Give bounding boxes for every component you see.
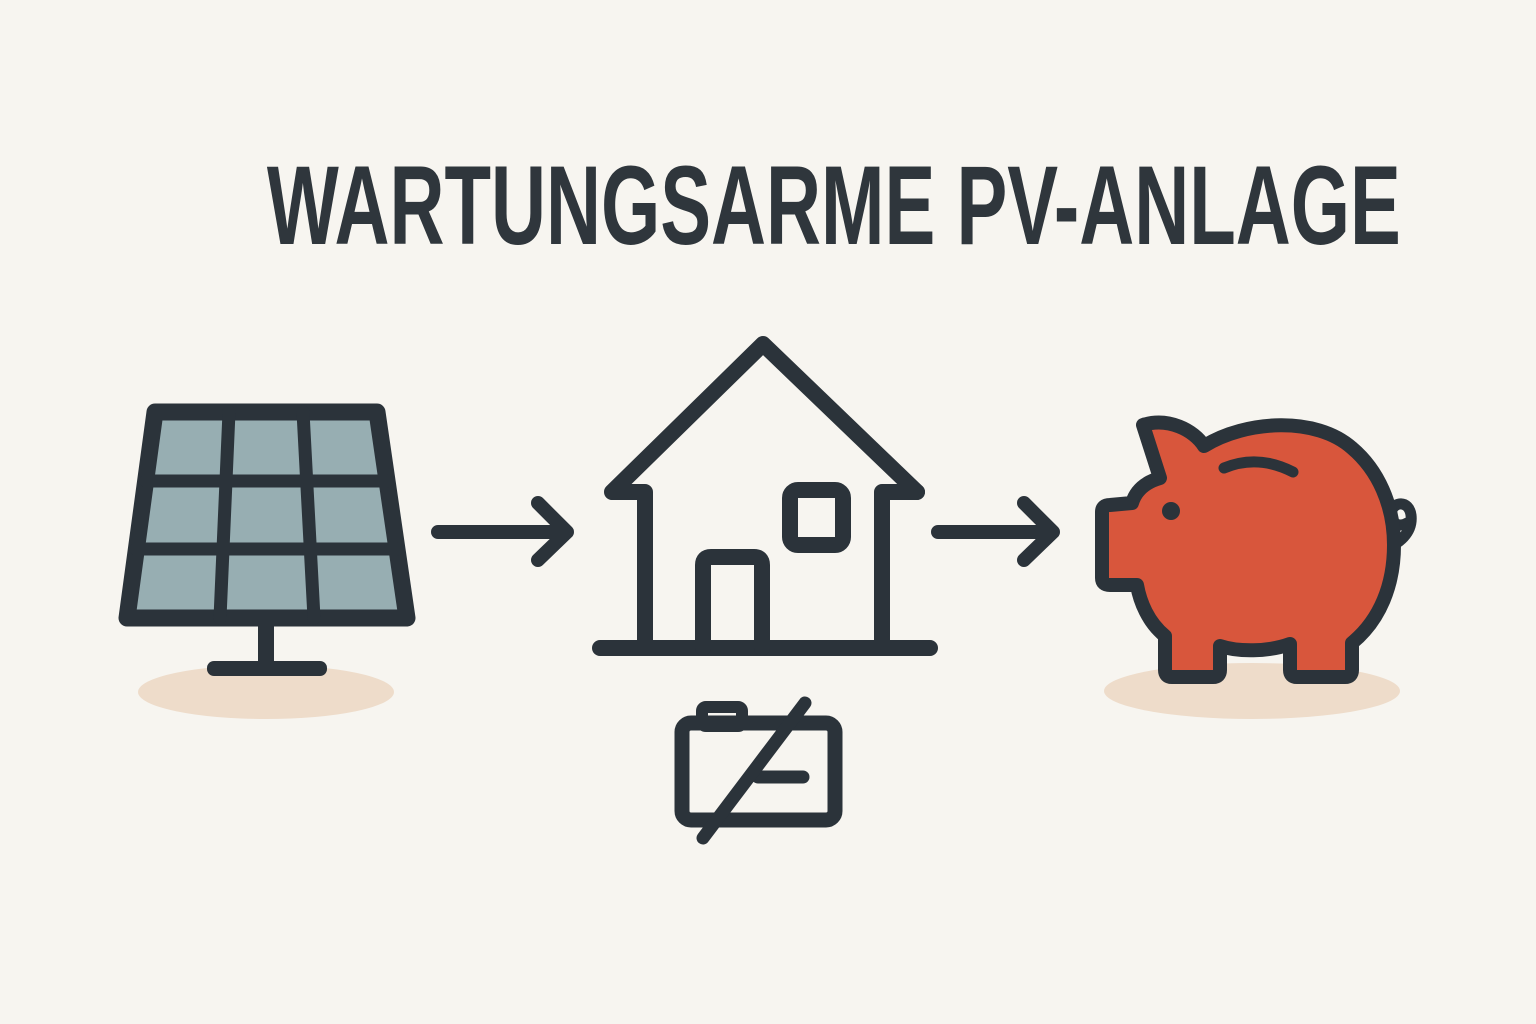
solar-panel-grid	[129, 405, 404, 625]
house-roof	[604, 336, 925, 500]
ground-shadow-solar	[138, 665, 394, 719]
no-battery-icon	[674, 696, 843, 845]
piggy-eye	[1162, 502, 1180, 520]
battery-slash	[696, 696, 812, 845]
arrow-right-icon	[931, 496, 1060, 567]
house-walls	[605, 484, 925, 655]
page-title: WARTUNGSARME PV-ANLAGE	[0, 150, 1536, 262]
battery-body	[674, 715, 843, 828]
piggy-bank-icon	[1095, 415, 1417, 684]
solar-panel-icon	[118, 403, 416, 676]
solar-panel-base	[207, 661, 327, 676]
arrow-right-icon	[431, 496, 574, 567]
piggy-coin-slot	[1218, 456, 1299, 478]
house-door	[695, 549, 770, 656]
house-icon	[592, 336, 938, 656]
arrow-right-1	[431, 496, 574, 567]
piggy-body	[1095, 415, 1401, 684]
page-title-text: WARTUNGSARME PV-ANLAGE	[266, 143, 1401, 268]
arrow-right-2	[931, 496, 1060, 567]
solar-panel-frame	[118, 403, 416, 627]
house-window	[782, 482, 851, 553]
